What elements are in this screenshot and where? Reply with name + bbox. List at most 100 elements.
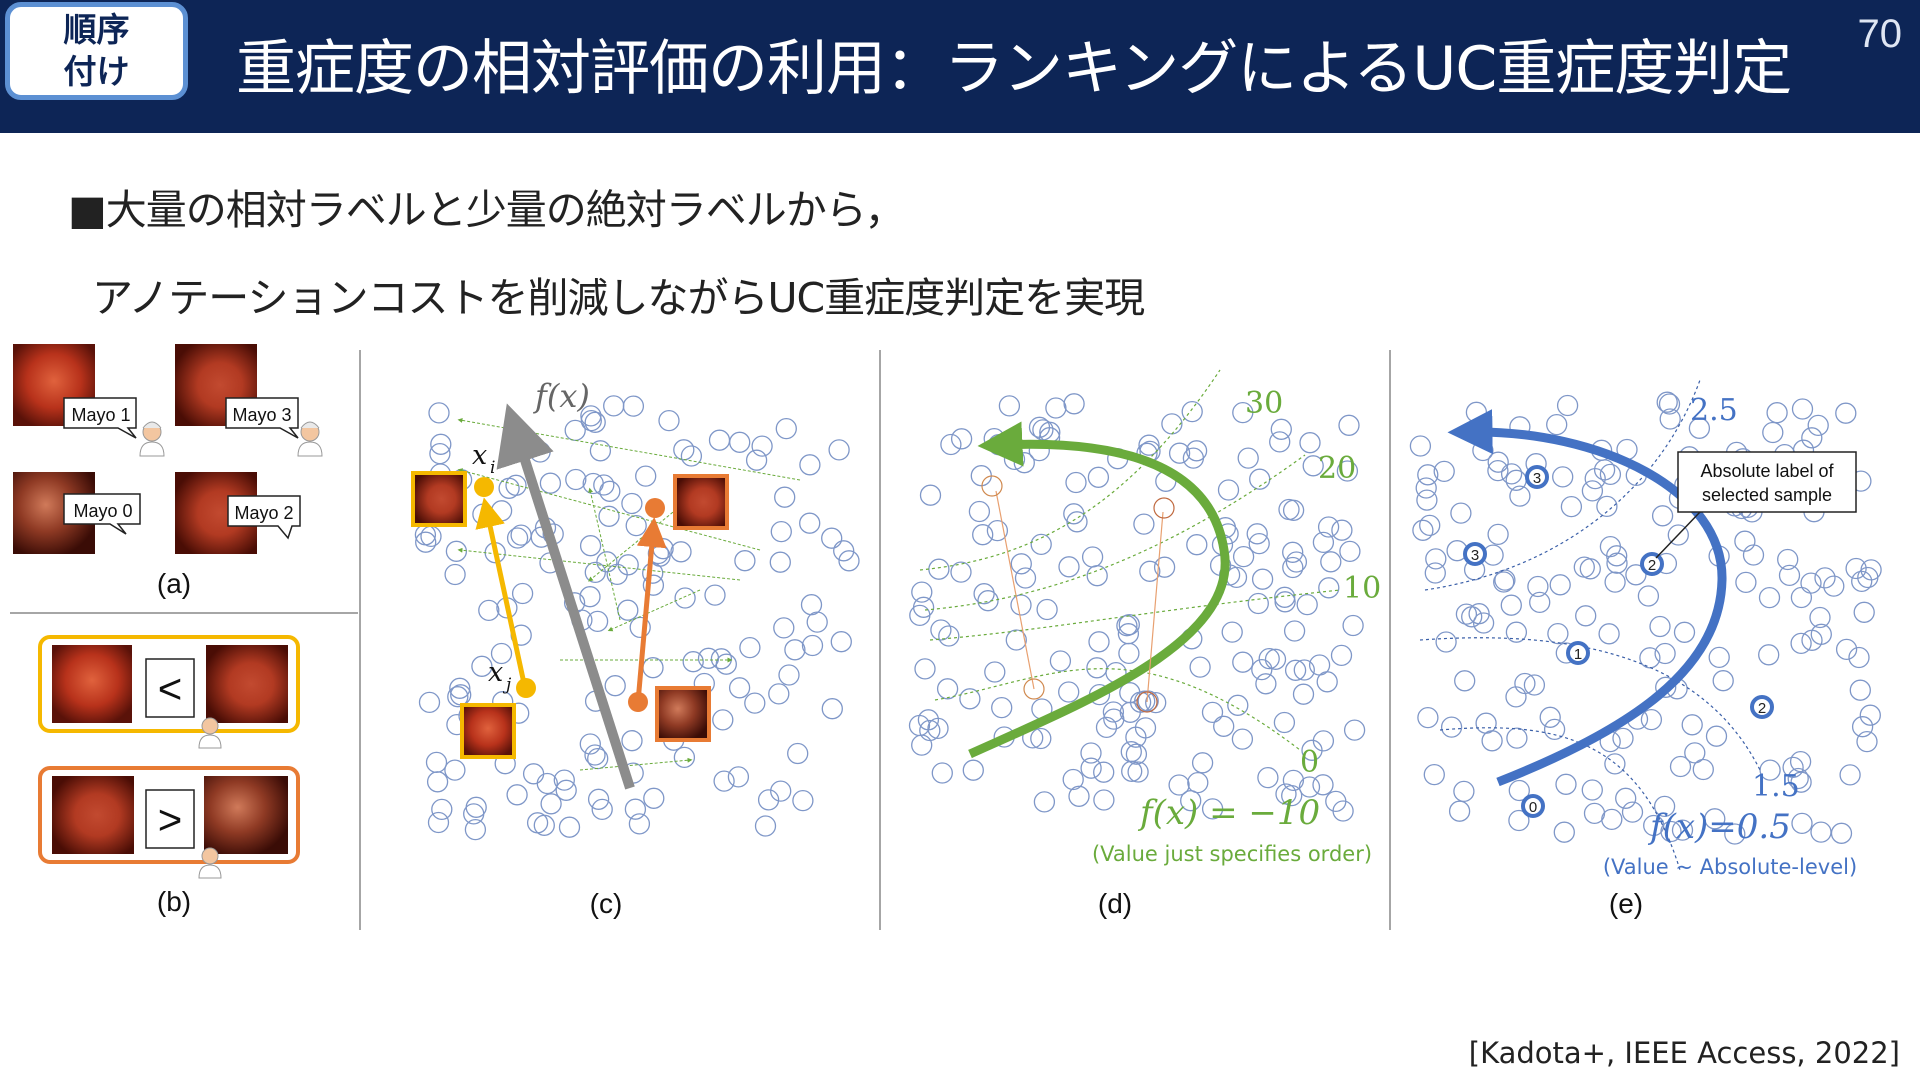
labeled-sample: 2 bbox=[1640, 552, 1664, 576]
sample-circle bbox=[1523, 674, 1546, 696]
sample-circle bbox=[1087, 466, 1110, 488]
sample-circle bbox=[1435, 631, 1457, 653]
sample-circle bbox=[936, 678, 959, 700]
sample-circle bbox=[622, 395, 645, 417]
sample-circle bbox=[1606, 552, 1628, 574]
sample-circle bbox=[1301, 739, 1323, 761]
sample-circle bbox=[800, 594, 823, 616]
callout-mayo3-text: Mayo 3 bbox=[232, 405, 291, 425]
labeled-sample: 0 bbox=[1521, 794, 1545, 818]
sample-circle bbox=[1058, 556, 1080, 578]
sample-circle bbox=[970, 465, 992, 487]
sample-circle bbox=[911, 581, 933, 603]
sample-circle bbox=[745, 449, 768, 471]
sample-circle bbox=[801, 634, 824, 657]
sample-circle bbox=[991, 696, 1013, 719]
callout-line-1: Absolute label of bbox=[1700, 461, 1834, 481]
panel-d: 30 20 10 0 f(x) = −10 (Value just specif… bbox=[908, 369, 1381, 919]
sample-circle bbox=[680, 445, 703, 467]
sample-circle bbox=[1264, 648, 1287, 670]
sample-circle bbox=[1790, 771, 1812, 793]
sample-circle bbox=[1320, 551, 1342, 573]
image-xi bbox=[411, 471, 467, 527]
sample-circle bbox=[1093, 761, 1115, 783]
labeled-sample: 3 bbox=[1463, 542, 1487, 566]
sample-circle bbox=[1269, 431, 1291, 453]
sample-circle bbox=[621, 730, 643, 752]
labeled-sample: 1 bbox=[1566, 641, 1590, 665]
contour-label-0: 0 bbox=[1300, 745, 1319, 780]
sample-circle bbox=[950, 561, 972, 583]
sample-circle bbox=[928, 558, 950, 580]
sample-circle bbox=[1845, 557, 1867, 580]
sample-circle bbox=[770, 520, 792, 543]
sample-circle bbox=[984, 661, 1006, 683]
sample-circle bbox=[564, 419, 586, 442]
sample-circle bbox=[909, 604, 931, 627]
sample-circle bbox=[774, 486, 796, 508]
sample-circle bbox=[1161, 413, 1183, 435]
sample-circle bbox=[1133, 513, 1155, 535]
sample-circle bbox=[1088, 631, 1110, 653]
panel-c-label: (c) bbox=[590, 888, 623, 919]
sample-circle bbox=[1201, 798, 1224, 820]
sample-circle bbox=[511, 582, 534, 605]
sample-circle bbox=[1317, 516, 1340, 538]
sample-circle bbox=[931, 762, 953, 784]
sample-circle bbox=[1801, 427, 1823, 449]
doctor-icon bbox=[198, 847, 222, 879]
sample-circle bbox=[642, 562, 664, 584]
sample-circle bbox=[529, 441, 551, 463]
sample-circle bbox=[1338, 414, 1360, 436]
sample-circle bbox=[553, 769, 575, 791]
sample-circle bbox=[940, 433, 962, 456]
sample-circles-e bbox=[1409, 391, 1882, 845]
sample-circle bbox=[565, 468, 587, 491]
sample-circle bbox=[1063, 393, 1085, 415]
sample-circle bbox=[917, 709, 940, 731]
sample-circle bbox=[463, 803, 485, 825]
sample-circle bbox=[930, 619, 952, 641]
sample-circle bbox=[1493, 571, 1515, 593]
sample-circle bbox=[1807, 414, 1829, 437]
sample-circle bbox=[968, 500, 991, 523]
sample-circle bbox=[558, 816, 581, 838]
absolute-label-callout: Absolute label of selected sample bbox=[1655, 451, 1857, 559]
panel-e: 2.5 1.5 3 3 2 1 2 0 Absol bbox=[1409, 379, 1882, 919]
sample-circle bbox=[506, 527, 529, 549]
labeled-sample: 3 bbox=[1525, 465, 1549, 489]
sample-circle bbox=[1058, 681, 1080, 703]
sample-circle bbox=[821, 527, 843, 549]
pair-image-right bbox=[206, 645, 288, 723]
sample-circle bbox=[1782, 756, 1804, 779]
sample-circle bbox=[1232, 651, 1254, 673]
sample-circle bbox=[670, 541, 692, 563]
sample-circle bbox=[1145, 691, 1167, 714]
sample-circle bbox=[1508, 779, 1530, 802]
sample-circle bbox=[589, 440, 612, 462]
sample-circle bbox=[1010, 594, 1032, 616]
sample-circle bbox=[1742, 544, 1765, 566]
sample-circle bbox=[628, 813, 651, 835]
callout-mayo1-text: Mayo 1 bbox=[71, 405, 130, 425]
sample-circle bbox=[1014, 567, 1037, 589]
sample-circle bbox=[1086, 657, 1108, 679]
sample-circle bbox=[1778, 564, 1801, 587]
sample-circle bbox=[447, 686, 469, 708]
sample-circle bbox=[522, 763, 545, 785]
svg-text:2: 2 bbox=[1648, 557, 1656, 574]
sample-circle bbox=[1312, 774, 1334, 796]
sample-circle bbox=[1062, 768, 1084, 791]
sample-circle bbox=[593, 474, 615, 496]
sample-circle bbox=[604, 675, 626, 697]
sample-circle bbox=[464, 818, 487, 841]
sample-circle bbox=[1217, 479, 1240, 501]
sample-circle bbox=[1555, 773, 1577, 795]
sample-circle bbox=[1292, 683, 1315, 705]
sample-circle bbox=[1552, 466, 1574, 488]
sample-circle bbox=[1556, 394, 1579, 417]
sample-circle bbox=[1669, 755, 1692, 778]
image-orange-low bbox=[655, 686, 711, 742]
sample-circle bbox=[1049, 650, 1072, 672]
citation: [Kadota+, IEEE Access, 2022] bbox=[1468, 1036, 1900, 1070]
